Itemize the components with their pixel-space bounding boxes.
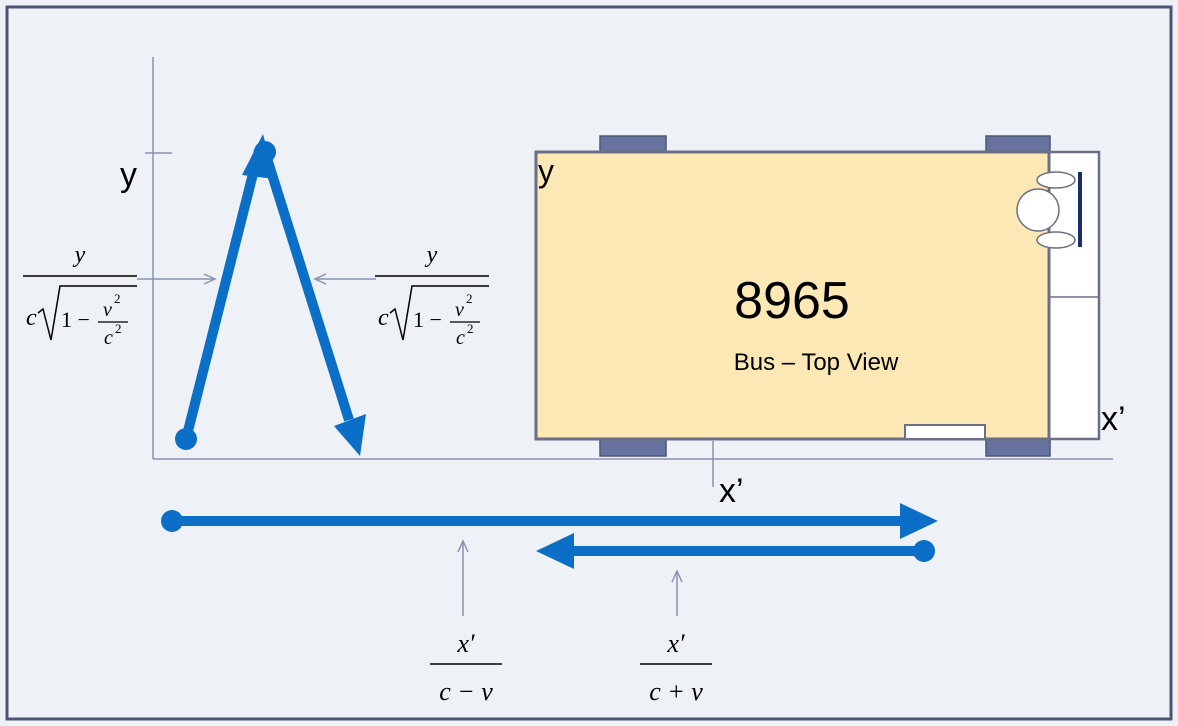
left-root-sign	[37, 285, 137, 341]
left-v-exp: 2	[114, 291, 121, 306]
bus-wheel-front-bottom	[599, 437, 667, 457]
x-axis-label: x’	[719, 472, 744, 510]
right-v-exp: 2	[466, 291, 473, 306]
right-v: v	[455, 299, 464, 321]
bus-x-label: x’	[1101, 400, 1126, 438]
right-dilated-time-formula: y c 1 − v 2 c 2	[375, 242, 489, 349]
return-time-formula: x′ c + v	[640, 629, 712, 706]
right-root-sign	[389, 285, 489, 341]
bus-top-view: y 8965 Bus – Top View x’	[534, 135, 1126, 457]
left-c: c	[104, 327, 113, 349]
y-axis-label: y	[120, 156, 137, 194]
left-dilated-time-formula: y c 1 − v 2 c 2	[23, 242, 137, 349]
forward-arrowhead	[900, 503, 938, 539]
right-one-minus: 1 −	[413, 307, 442, 332]
right-c: c	[456, 327, 465, 349]
return-arrowhead	[536, 533, 574, 569]
left-one-minus: 1 −	[61, 307, 90, 332]
light-path-horizontal	[161, 503, 938, 569]
right-c-exp: 2	[467, 321, 474, 336]
forward-time-formula: x′ c − v	[430, 629, 502, 706]
light-up-arrow	[181, 148, 264, 441]
return-denominator: c + v	[649, 677, 703, 706]
bus-door	[904, 424, 986, 440]
bus-cab	[1046, 150, 1101, 441]
forward-numerator: x′	[456, 629, 475, 658]
left-numerator: y	[73, 242, 86, 268]
light-down-arrowhead	[334, 414, 366, 456]
left-c-exp: 2	[115, 321, 122, 336]
light-down-arrow	[260, 150, 354, 422]
left-v: v	[103, 299, 112, 321]
left-root-c: c	[26, 305, 37, 331]
bus-wheel-rear-bottom	[985, 437, 1051, 457]
bus-caption: Bus – Top View	[734, 349, 899, 376]
bus-body	[534, 150, 1051, 441]
light-path-vertical	[175, 134, 366, 456]
right-root-c: c	[378, 305, 389, 331]
driver-seat-icon	[1016, 171, 1082, 249]
bus-number: 8965	[734, 272, 850, 330]
forward-denominator: c − v	[439, 677, 493, 706]
bus-y-label: y	[538, 153, 554, 189]
return-numerator: x′	[666, 629, 685, 658]
right-numerator: y	[425, 242, 438, 268]
